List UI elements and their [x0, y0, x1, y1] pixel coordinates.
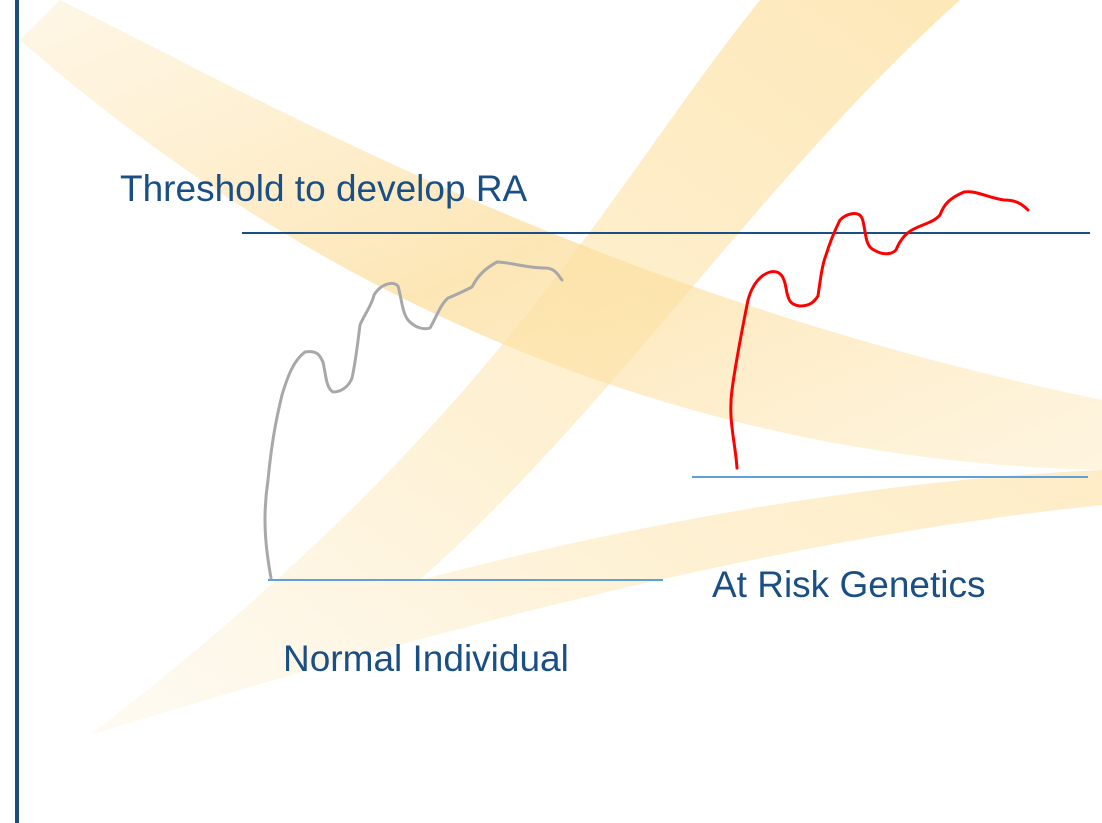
threshold-label: Threshold to develop RA [120, 168, 528, 209]
normal-individual-label: Normal Individual [283, 638, 569, 679]
background-swoosh-lower [90, 0, 1102, 735]
normal-individual-curve [263, 260, 564, 580]
left-accent-bar [15, 0, 19, 823]
at-risk-genetics-label: At Risk Genetics [712, 564, 986, 605]
at-risk-genetics-curve [729, 190, 1030, 470]
background-swoosh-upper [20, 0, 1102, 470]
